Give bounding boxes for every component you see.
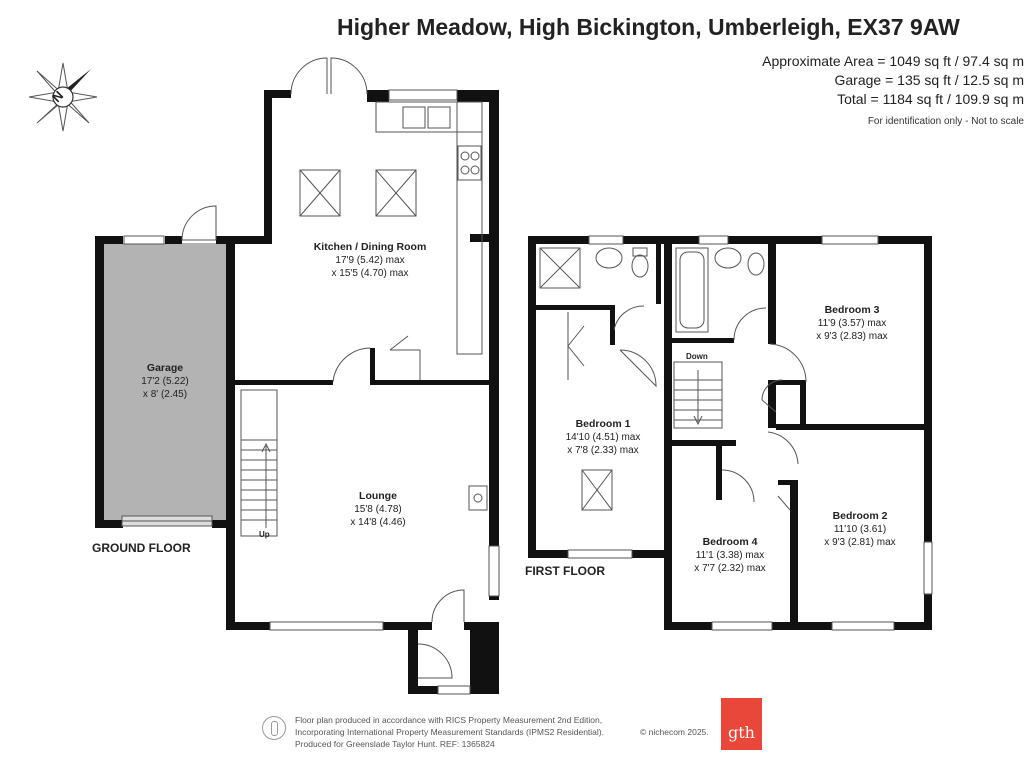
- room-kitchen: Kitchen / Dining Room 17'9 (5.42) max x …: [290, 241, 450, 280]
- room-dim: x 7'7 (2.32) max: [694, 563, 766, 574]
- footer-text: Floor plan produced in accordance with R…: [295, 714, 604, 750]
- room-bedroom-4: Bedroom 4 11'1 (3.38) max x 7'7 (2.32) m…: [676, 536, 784, 575]
- room-dim: 11'1 (3.38) max: [695, 550, 765, 561]
- room-bedroom-2: Bedroom 2 11'10 (3.61) x 9'3 (2.81) max: [806, 510, 914, 549]
- room-name: Bedroom 4: [702, 536, 758, 548]
- room-name: Lounge: [359, 490, 397, 502]
- scale-note: For identification only - Not to scale: [867, 116, 1024, 127]
- room-dim: x 7'8 (2.33) max: [567, 445, 639, 456]
- garage-area: Garage = 135 sq ft / 12.5 sq m: [834, 72, 1024, 88]
- copyright: © nichecom 2025.: [640, 727, 709, 737]
- first-floor-walls: [528, 236, 932, 630]
- page-title: Higher Meadow, High Bickington, Umberlei…: [337, 14, 960, 40]
- room-dim: x 9'3 (2.81) max: [824, 537, 896, 548]
- gth-logo: gth: [721, 698, 762, 750]
- first-floor-fixtures: [539, 235, 933, 631]
- room-bedroom-1: Bedroom 1 14'10 (4.51) max x 7'8 (2.33) …: [548, 418, 658, 457]
- room-name: Kitchen / Dining Room: [313, 241, 427, 253]
- room-lounge: Lounge 15'8 (4.78) x 14'8 (4.46): [318, 490, 438, 529]
- room-dim: x 15'5 (4.70) max: [331, 268, 409, 279]
- footer-line: Produced for Greenslade Taylor Hunt. REF…: [295, 739, 495, 749]
- room-dim: 17'2 (5.22): [141, 376, 189, 387]
- ground-floor-label: GROUND FLOOR: [92, 541, 191, 555]
- first-floor-label: FIRST FLOOR: [525, 564, 605, 578]
- room-bedroom-3: Bedroom 3 11'9 (3.57) max x 9'3 (2.83) m…: [800, 304, 904, 343]
- room-name: Bedroom 1: [575, 418, 631, 430]
- room-dim: x 9'3 (2.83) max: [816, 331, 888, 342]
- room-dim: 11'10 (3.61): [833, 524, 887, 535]
- compass-icon: [28, 62, 98, 132]
- approximate-area: Approximate Area = 1049 sq ft / 97.4 sq …: [762, 53, 1024, 69]
- area-summary: Approximate Area = 1049 sq ft / 97.4 sq …: [724, 52, 1024, 131]
- room-dim: 15'8 (4.78): [354, 504, 402, 515]
- room-dim: 11'9 (3.57) max: [817, 318, 887, 329]
- ground-floor-walls: [95, 90, 499, 694]
- room-name: Garage: [146, 362, 184, 374]
- total-area: Total = 1184 sq ft / 109.9 sq m: [837, 91, 1024, 107]
- stairs-down-label: Down: [686, 352, 708, 361]
- rics-person-icon: [262, 716, 286, 740]
- room-dim: 14'10 (4.51) max: [565, 432, 641, 443]
- room-dim: 17'9 (5.42) max: [335, 255, 405, 266]
- room-garage: Garage 17'2 (5.22) x 8' (2.45): [110, 362, 220, 401]
- room-name: Bedroom 3: [824, 304, 880, 316]
- room-name: Bedroom 2: [832, 510, 888, 522]
- footer-line: Floor plan produced in accordance with R…: [295, 715, 603, 725]
- stairs-up-label: Up: [259, 530, 270, 539]
- footer-line: Incorporating International Property Mea…: [295, 727, 604, 737]
- room-dim: x 14'8 (4.46): [350, 517, 406, 528]
- room-dim: x 8' (2.45): [142, 389, 188, 400]
- ground-floor-fixtures: [121, 57, 500, 695]
